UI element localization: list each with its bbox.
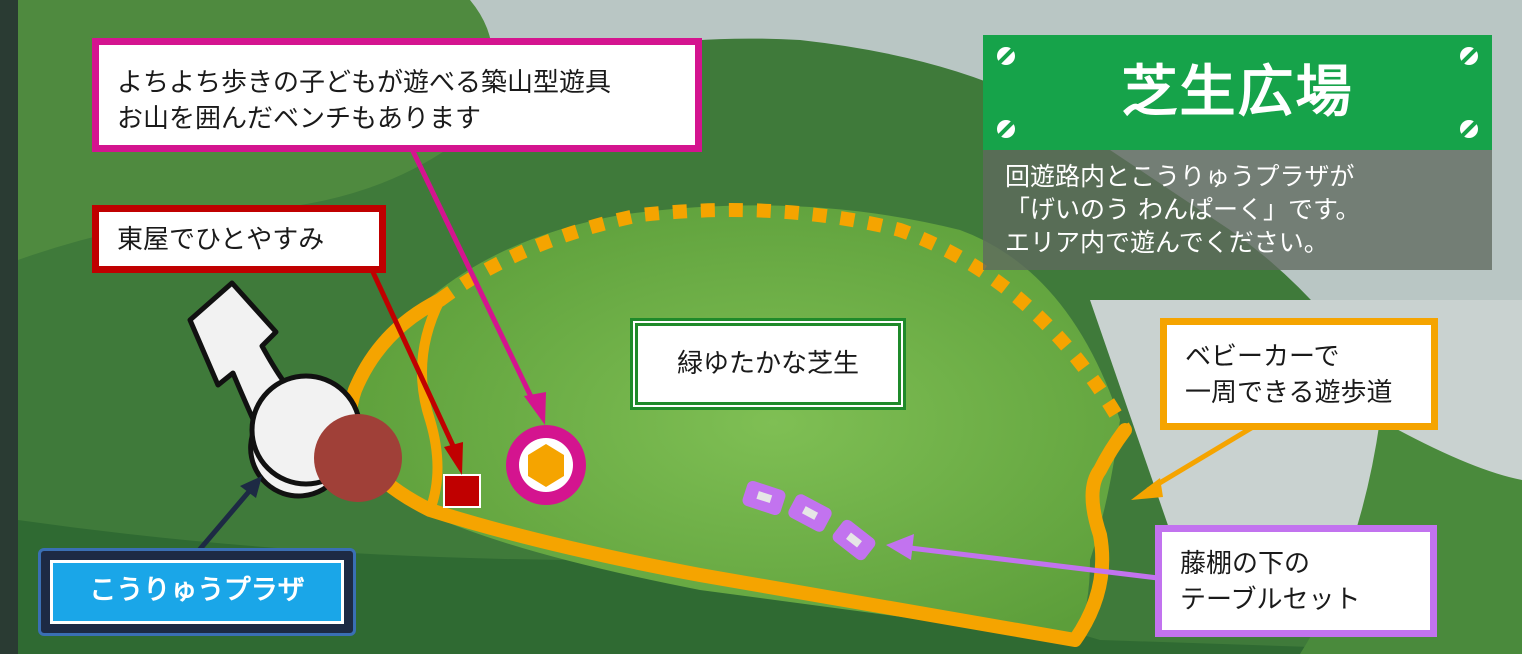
screw-icon bbox=[997, 47, 1015, 65]
hill-arrow-head bbox=[524, 392, 546, 425]
walking-path-dashed bbox=[435, 203, 1132, 434]
path-callout-line-2: 一周できる遊歩道 bbox=[1185, 378, 1393, 408]
info-line-3: エリア内で遊んでください。 bbox=[1005, 228, 1329, 257]
lawn-area bbox=[350, 205, 1120, 640]
plaza-label: こうりゅうプラザ bbox=[38, 548, 356, 636]
screw-icon bbox=[1460, 47, 1478, 65]
hill-callout-line-2: お山を囲んだベンチもあります bbox=[117, 104, 482, 134]
plaza-label-text: こうりゅうプラザ bbox=[50, 560, 344, 624]
table-arrow-head bbox=[886, 534, 914, 560]
table-set-callout: 藤棚の下の テーブルセット bbox=[1155, 525, 1437, 637]
table-set-markers bbox=[742, 481, 876, 561]
table-leader-line bbox=[909, 545, 1159, 581]
table-callout-line-1: 藤棚の下の bbox=[1180, 549, 1311, 579]
page-title: 芝生広場 bbox=[1121, 60, 1354, 125]
hill-callout-line-1: よちよち歩きの子どもが遊べる築山型遊具 bbox=[117, 68, 612, 98]
table-callout-line-2: テーブルセット bbox=[1180, 585, 1361, 615]
gazebo-leader-line bbox=[369, 268, 458, 452]
gazebo-callout-line-1: 東屋でひとやすみ bbox=[117, 225, 325, 255]
hill-play-icon bbox=[528, 444, 564, 487]
gazebo-callout: 東屋でひとやすみ bbox=[92, 205, 386, 273]
tree-canopy bbox=[314, 414, 402, 502]
path-arrow-head bbox=[1131, 478, 1163, 500]
gazebo-marker bbox=[443, 474, 481, 508]
title-board: 芝生広場 bbox=[983, 35, 1492, 150]
gazebo-arrow-head bbox=[444, 442, 463, 475]
screw-icon bbox=[1460, 120, 1478, 138]
plaza-arrow-head bbox=[240, 476, 262, 498]
info-panel: 回遊路内とこうりゅうプラザが 「げいのう わんぱーく」です。 エリア内で遊んでく… bbox=[983, 150, 1492, 270]
plaza-leader-line bbox=[193, 486, 254, 557]
hill-playground-callout: よちよち歩きの子どもが遊べる築山型遊具 お山を囲んだベンチもあります bbox=[92, 38, 702, 152]
info-line-2: 「げいのう わんぱーく」です。 bbox=[1005, 195, 1361, 224]
lawn-callout-line-1: 緑ゆたかな芝生 bbox=[676, 349, 859, 379]
path-callout-line-1: ベビーカーで bbox=[1185, 342, 1340, 372]
lawn-callout: 緑ゆたかな芝生 bbox=[630, 318, 906, 410]
path-leader-line bbox=[1146, 421, 1260, 493]
screw-icon bbox=[997, 120, 1015, 138]
walking-path-inner bbox=[417, 297, 445, 512]
hill-leader-line bbox=[407, 143, 538, 407]
info-line-1: 回遊路内とこうりゅうプラザが bbox=[1005, 162, 1355, 191]
left-edge-shadow bbox=[0, 0, 18, 654]
walking-path-callout: ベビーカーで 一周できる遊歩道 bbox=[1160, 318, 1438, 430]
